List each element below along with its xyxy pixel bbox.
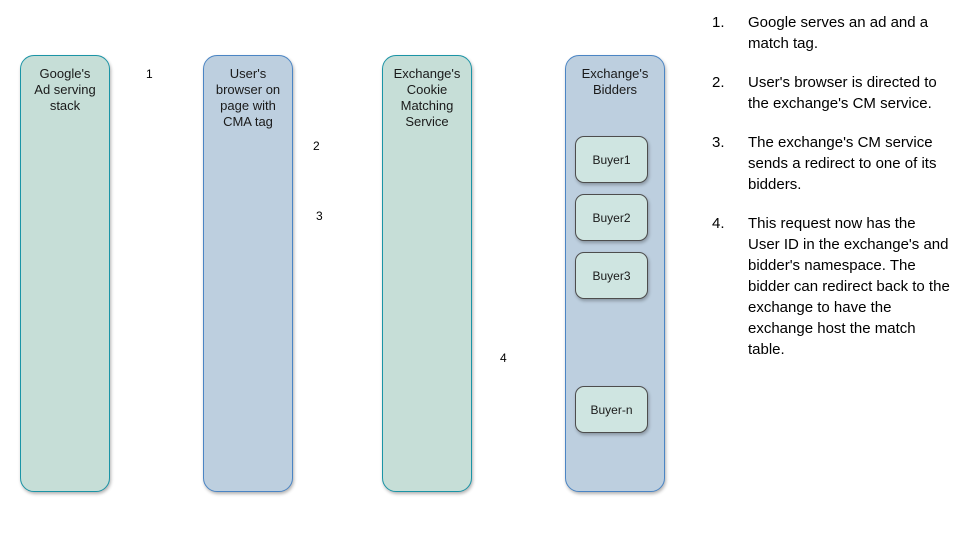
step-item-1: 1. Google serves an ad and a match tag.	[712, 12, 950, 54]
step-number: 3.	[712, 134, 725, 151]
step-item-4: 4. This request now has the User ID in t…	[712, 213, 950, 360]
steps-list: 1. Google serves an ad and a match tag. …	[712, 12, 950, 378]
step-number: 1.	[712, 14, 725, 31]
node-label: Exchange's Bidders	[581, 66, 649, 97]
buyer-box-1: Buyer1	[575, 136, 648, 183]
node-user-browser: User's browser on page with CMA tag	[203, 55, 293, 492]
arrow-label-3: 3	[316, 209, 323, 223]
step-text: This request now has the User ID in the …	[748, 215, 950, 358]
step-item-2: 2. User's browser is directed to the exc…	[712, 72, 950, 114]
step-text: User's browser is directed to the exchan…	[748, 74, 937, 112]
buyer-box-3: Buyer3	[575, 252, 648, 299]
node-google-ad-serving-stack: Google's Ad serving stack	[20, 55, 110, 492]
arrow-label-4: 4	[500, 351, 507, 365]
buyer-box-n: Buyer-n	[575, 386, 648, 433]
step-text: The exchange's CM service sends a redire…	[748, 134, 937, 193]
arrow-label-2: 2	[313, 139, 320, 153]
step-item-3: 3. The exchange's CM service sends a red…	[712, 132, 950, 195]
step-number: 2.	[712, 74, 725, 91]
step-number: 4.	[712, 215, 725, 232]
arrow-label-1: 1	[146, 67, 153, 81]
step-text: Google serves an ad and a match tag.	[748, 14, 929, 52]
buyer-box-2: Buyer2	[575, 194, 648, 241]
node-label: Google's Ad serving stack	[34, 66, 96, 113]
node-label: Exchange's Cookie Matching Service	[393, 66, 461, 129]
node-exchange-cookie-matching-service: Exchange's Cookie Matching Service	[382, 55, 472, 492]
node-label: User's browser on page with CMA tag	[215, 66, 281, 129]
